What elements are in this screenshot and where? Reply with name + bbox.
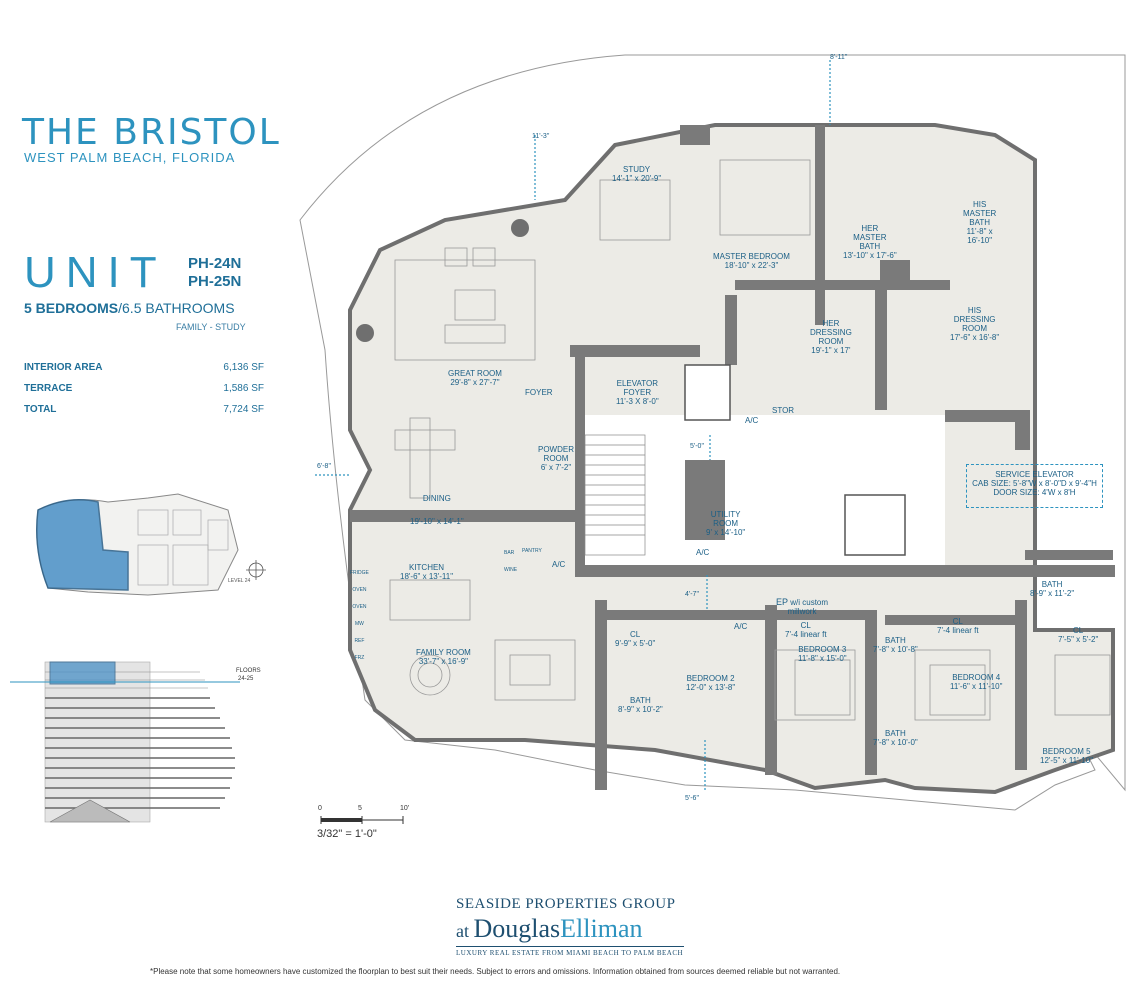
project-title: THE BRISTOL	[22, 112, 281, 153]
project-location: WEST PALM BEACH, FLORIDA	[24, 150, 236, 165]
service-elevator-cab	[844, 494, 906, 556]
area-row: TERRACE 1,586 SF	[24, 383, 264, 404]
building-elevation: FLOORS 24-25	[10, 661, 261, 823]
service-elevator-door-size: DOOR SIZE: 4'W x 8'H	[993, 488, 1076, 497]
footer-at: at	[456, 921, 474, 941]
extra-rooms: FAMILY - STUDY	[176, 322, 246, 332]
key-plan-level: LEVEL 24	[228, 578, 251, 584]
room-ac-3: A/C	[696, 548, 710, 557]
room-storage: STOR	[772, 406, 795, 415]
dim-label: 11'-3"	[532, 133, 550, 140]
unit-number-2: PH-25N	[188, 273, 242, 290]
key-plan: LEVEL 24	[36, 493, 266, 596]
area-value: 1,586 SF	[223, 383, 264, 394]
area-value: 7,724 SF	[223, 404, 264, 415]
dim-label: 4'-7"	[685, 591, 699, 598]
footer-brand: at DouglasElliman	[456, 914, 643, 944]
area-row: INTERIOR AREA 6,136 SF	[24, 362, 264, 383]
area-label: TERRACE	[24, 383, 73, 394]
unit-numbers: PH-24N PH-25N	[188, 255, 241, 291]
room-ac-2: A/C	[552, 560, 566, 569]
floor-plan: 8'-11" 11'-3" 5'-0" 6'-8" 4'-7" 5'-6"	[299, 54, 1126, 811]
appliance-label: FRIDGE	[350, 570, 369, 576]
scale-tick: 10'	[400, 805, 410, 812]
wine-label: WINE	[504, 567, 518, 573]
appliance-label: FRZ	[354, 655, 365, 661]
footer-brand-1: Douglas	[473, 914, 561, 943]
floors-label: FLOORS	[236, 668, 261, 674]
scale-tick: 5	[358, 805, 362, 812]
bar-label: BAR	[504, 550, 515, 556]
bedrooms-count: 5 BEDROOMS	[24, 300, 119, 316]
footer-group-name: SEASIDE PROPERTIES GROUP	[456, 896, 676, 912]
pantry-label: PANTRY	[522, 548, 542, 554]
disclaimer: *Please note that some homeowners have c…	[150, 967, 841, 976]
dim-label: 5'-6"	[685, 795, 699, 802]
area-row: TOTAL 7,724 SF	[24, 404, 264, 425]
room-foyer: FOYER	[525, 388, 553, 397]
elevator-cab	[684, 364, 731, 421]
area-value: 6,136 SF	[223, 362, 264, 373]
dim-label: 6'-8"	[317, 463, 331, 470]
area-label: TOTAL	[24, 404, 57, 415]
unit-label: UNIT	[24, 248, 167, 297]
scale-bar	[320, 816, 404, 824]
kitchen-appliances: FRIDGE OVEN OVEN MW REF FRZ	[350, 565, 369, 667]
bathrooms-count: /6.5 BATHROOMS	[118, 300, 235, 316]
appliance-label: OVEN	[352, 604, 367, 610]
dim-label: 8'-11"	[830, 54, 848, 61]
floors-value: 24-25	[238, 676, 254, 682]
scale-tick: 0	[318, 805, 322, 812]
scale-text: 3/32" = 1'-0"	[317, 828, 377, 840]
area-table: INTERIOR AREA 6,136 SF TERRACE 1,586 SF TO…	[24, 362, 264, 425]
room-ac: A/C	[745, 416, 759, 425]
area-label: INTERIOR AREA	[24, 362, 103, 373]
unit-number-1: PH-24N	[188, 255, 242, 272]
service-elevator-title: SERVICE ELEVATOR	[995, 470, 1074, 479]
appliance-label: REF	[354, 638, 365, 644]
footer-brand-2: Elliman	[560, 914, 643, 943]
bed-bath-summary: 5 BEDROOMS/6.5 BATHROOMS	[24, 300, 235, 316]
service-elevator-note: SERVICE ELEVATOR CAB SIZE: 5'-8"W x 8'-0…	[966, 464, 1103, 508]
footer-tagline: LUXURY REAL ESTATE FROM MIAMI BEACH TO P…	[456, 949, 684, 957]
appliance-label: MW	[355, 621, 364, 627]
appliance-label: OVEN	[352, 587, 367, 593]
room-ac-4: A/C	[734, 622, 748, 631]
footer-rule	[456, 946, 684, 947]
dim-label: 5'-0"	[690, 443, 704, 450]
service-elevator-cab-size: CAB SIZE: 5'-8"W x 8'-0"D x 9'-4"H	[972, 479, 1097, 488]
